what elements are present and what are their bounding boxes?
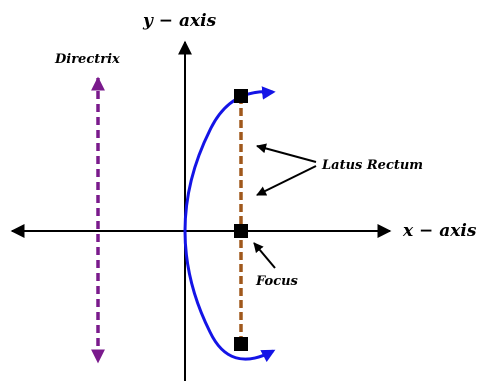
- focus-point: [234, 224, 248, 238]
- x-axis-label: x − axis: [402, 221, 477, 241]
- latus-rectum-bottom-point: [234, 337, 248, 351]
- latus-rectum-pointer-lower: [256, 165, 317, 196]
- focus-label: Focus: [255, 274, 299, 289]
- parabola-curve: [183, 90, 276, 363]
- y-axis-label: y − axis: [142, 11, 217, 31]
- latus-rectum-label: Latus Rectum: [321, 158, 423, 173]
- focus-pointer: [253, 242, 276, 269]
- latus-rectum-pointer-upper: [256, 143, 317, 163]
- directrix-label: Directrix: [54, 52, 120, 67]
- latus-rectum-top-point: [234, 89, 248, 103]
- parabola-upper-arrow-tip: [261, 86, 276, 100]
